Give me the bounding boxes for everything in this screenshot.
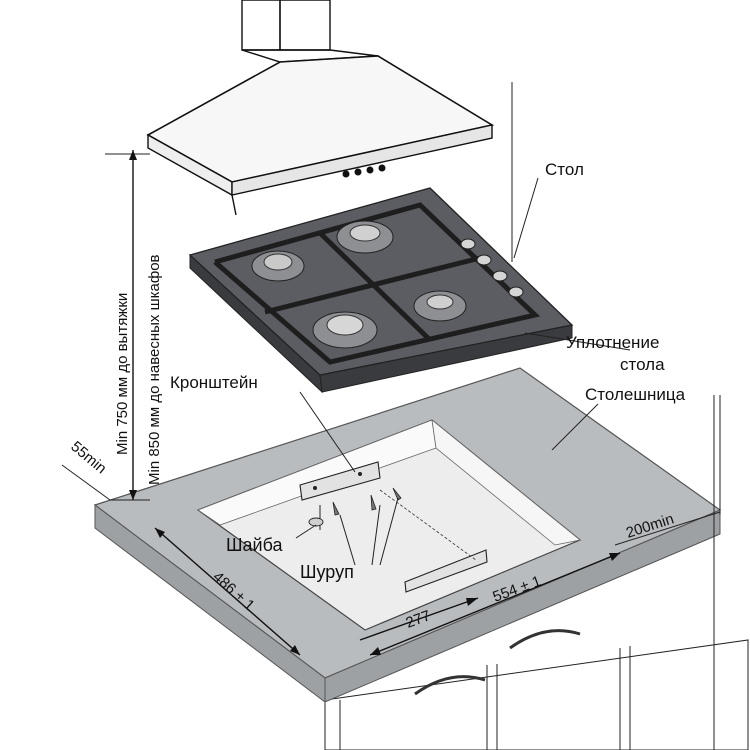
cabinet-handle-right	[509, 629, 581, 650]
screw-part-1	[332, 501, 340, 516]
bracket-lower	[404, 549, 488, 593]
burner-back-left	[251, 250, 305, 282]
cabinet-handle-left	[414, 675, 486, 696]
label-seal-line1: Уплотнение	[566, 333, 659, 352]
label-bracket: Кронштейн	[170, 373, 258, 392]
label-table: Стол	[545, 160, 584, 179]
dim-hood-min: Min 750 мм до вытяжки	[114, 293, 131, 455]
label-countertop: Столешница	[585, 385, 686, 404]
height-dimension	[105, 150, 150, 501]
hood-button-1	[342, 170, 350, 178]
washer-part	[308, 517, 324, 527]
dim-cabinets-min: Min 850 мм до навесных шкафов	[146, 254, 163, 485]
bracket-upper	[299, 461, 381, 501]
dim-front-min: 55min	[67, 438, 109, 477]
label-screw: Шуруп	[300, 562, 354, 582]
lower-cabinets	[324, 629, 749, 750]
screw-part-2	[370, 494, 377, 511]
hood-button-4	[378, 164, 386, 172]
bracket-assembly	[299, 461, 488, 593]
control-knobs	[460, 238, 524, 298]
cutout-dimensions	[61, 464, 721, 656]
gas-hob	[188, 187, 574, 394]
range-hood	[146, 0, 495, 216]
screw-part-3	[392, 487, 402, 501]
leader-lines	[295, 82, 721, 750]
burner-back-right	[336, 220, 394, 254]
hood-button-3	[366, 166, 374, 174]
countertop	[93, 367, 722, 704]
burner-front-left	[312, 311, 378, 349]
label-seal-line2: стола	[620, 355, 665, 374]
burner-front-right	[413, 290, 467, 322]
label-washer: Шайба	[226, 535, 283, 555]
hood-button-2	[354, 168, 362, 176]
